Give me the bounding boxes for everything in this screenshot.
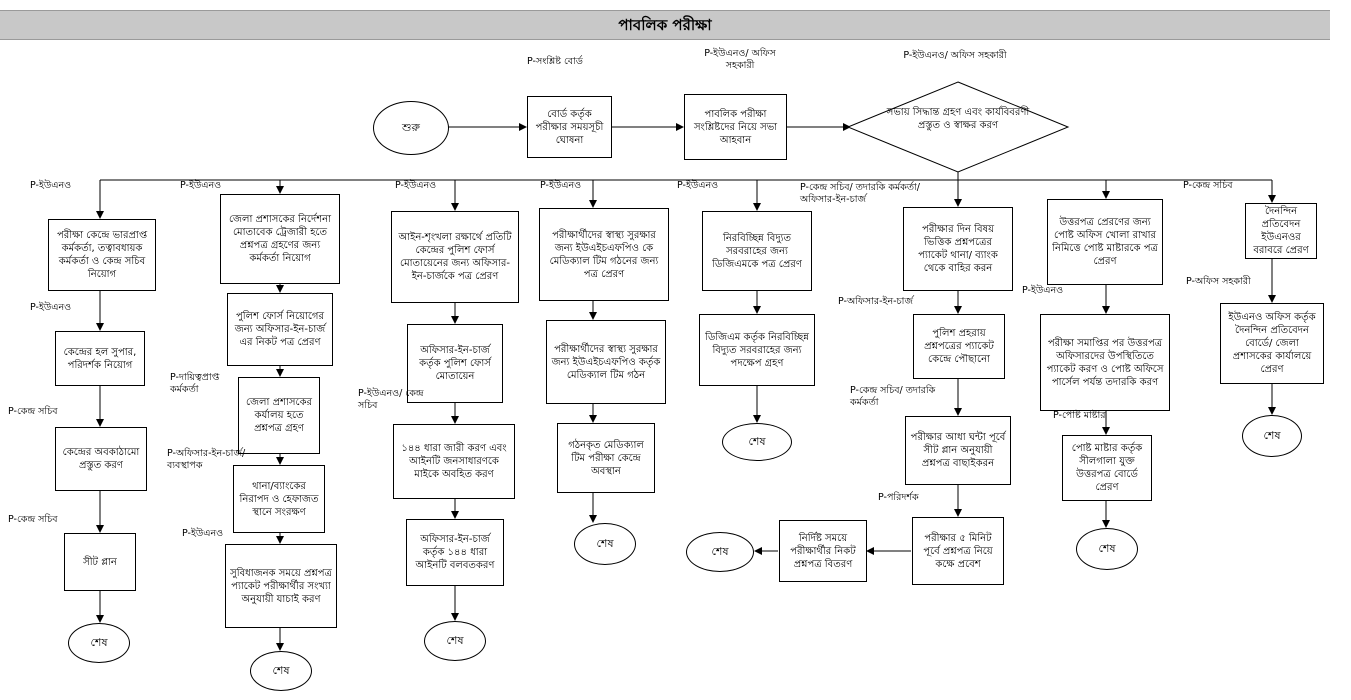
decision-text: সভায় সিদ্ধান্ত গ্রহণ এবং কার্যবিবরণী প্… (886, 107, 1030, 131)
page-title: পাবলিক পরীক্ষা (618, 16, 712, 34)
step-box: পরীক্ষার আধা ঘন্টা পূর্বে সীট প্লান অনুয… (905, 416, 1011, 485)
step-box: থানা/ব্যাংকের নিরাপদ ও হেফাজত স্থানে সংর… (233, 465, 325, 533)
step-box: নিরবিচ্ছিন্ন বিদ্যুত সরবরাহের জন্য ডিজিএ… (702, 211, 812, 291)
step-box: নির্দিষ্ট সময়ে পরীক্ষার্থীর নিকট প্রশ্ন… (779, 520, 867, 582)
role-label: P-দায়িত্বপ্রাপ্ত কর্মকর্তা (170, 372, 220, 395)
step-box: ১৪৪ ধারা জারী করণ এবং আইনটি জনসাধারণকে ম… (393, 424, 515, 499)
role-label: P-ইউএনও (30, 180, 72, 191)
step-box: গঠনকৃত মেডিক্যাল টিম পরীক্ষা কেন্দ্রে অব… (557, 423, 655, 493)
step-box: পাবলিক পরীক্ষা সংশ্লিষ্টদের নিয়ে সভা আহ… (684, 94, 787, 160)
step-box: জেলা প্রশাসকের নির্দেশনা মোতাবেক ট্রেজার… (220, 194, 340, 284)
role-label: P-ইউএনও (30, 302, 72, 313)
step-box: পুলিশ প্রহরায় প্রশ্নপত্রের প্যাকেট কেন্… (913, 314, 1005, 379)
step-box: পরীক্ষার্থীদের স্বাস্থ্য সুরক্ষার জন্য ই… (546, 320, 666, 404)
step-box: আইন-শৃংখলা রক্ষার্থে প্রতিটি কেন্দ্রের প… (391, 211, 519, 303)
role-label: P-অফিসার-ইন-চার্জ/ ব্যবস্থাপক (167, 448, 246, 471)
role-label: P-ইউএনও (182, 528, 224, 539)
step-box: পরীক্ষা কেন্দ্রে ভারপ্রাপ্ত কর্মকর্তা, ত… (48, 219, 156, 291)
step-box: উত্তরপত্র প্রেরণের জন্য পোষ্ট অফিস খোলা … (1047, 199, 1163, 285)
role-label: P-অফিসার-ইন-চার্জ (838, 296, 913, 307)
end-oval: শেষ (1242, 415, 1302, 457)
end-oval: শেষ (250, 651, 312, 691)
title-bar: পাবলিক পরীক্ষা (0, 10, 1330, 40)
step-box: অফিসার-ইন-চার্জ কর্তৃক ১৪৪ ধারা আইনটি বল… (406, 519, 504, 586)
end-oval: শেষ (574, 523, 636, 565)
end-oval: শেষ (68, 623, 130, 663)
role-label: P-ইউএনও/ অফিস সহকারী (903, 50, 1007, 61)
step-box: কেন্দ্রের অবকাঠামো প্রস্তুত করণ (55, 427, 147, 491)
role-label: P-অফিস সহকারী (1186, 276, 1251, 287)
step-box: দৈনন্দিন প্রতিবেদন ইউএনওর বরাবরে প্রেরণ (1245, 203, 1317, 259)
step-box: বোর্ড কর্তৃক পরীক্ষার সময়সূচী ঘোষনা (527, 96, 612, 158)
step-box: পরীক্ষার ৫ মিনিট পূর্বে প্রশ্নপত্র নিয়ে… (912, 517, 1004, 585)
step-box: ইউএনও অফিস কর্তৃক দৈনন্দিন প্রতিবেদন বোর… (1220, 303, 1324, 384)
role-label: P-পোষ্ট মাষ্টার (1053, 410, 1106, 421)
role-label: P-পরিদর্শক (878, 492, 919, 503)
role-label: P-কেন্দ্র সচিব (1183, 180, 1233, 191)
step-box: সীট প্লান (64, 533, 136, 591)
start-oval: শুরু (373, 101, 449, 155)
end-oval: শেষ (424, 621, 486, 661)
step-box: পরীক্ষা সমাপ্তির পর উত্তরপত্র অফিসারদের … (1040, 314, 1170, 411)
role-label: P-ইউএনও (1022, 285, 1064, 296)
step-box: পুলিশ ফোর্স নিয়োগের জন্য অফিসার-ইন-চার্… (227, 293, 333, 366)
role-label: P-কেন্দ্র সচিব/ তদারকি কর্মকর্তা/ অফিসার… (800, 182, 920, 205)
step-box: ডিজিএম কর্তৃক নিরবিচ্ছিন্ন বিদ্যুত সরবরা… (699, 314, 815, 386)
end-oval: শেষ (1076, 528, 1138, 570)
role-label: P-ইউএনও (540, 180, 582, 191)
role-label: P-কেন্দ্র সচিব/ তদারকি কর্মকর্তা (850, 385, 936, 408)
role-label: P-কেন্দ্র সচিব (8, 406, 58, 417)
role-label: P-ইউএনও (395, 180, 437, 191)
role-label: P-সংশ্লিষ্ট বোর্ড (527, 56, 583, 67)
step-box: পোষ্ট মাষ্টার কর্তৃক সীলগালা যুক্ত উত্তর… (1062, 435, 1152, 501)
role-label: P-ইউএনও/ অফিস সহকারী (704, 48, 776, 71)
step-box: কেন্দ্রের হল সুপার, পরিদর্শক নিয়োগ (55, 331, 145, 386)
end-oval: শেষ (686, 532, 754, 572)
role-label: P-ইউএনও/ কেন্দ্র সচিব (358, 388, 424, 411)
role-label: P-কেন্দ্র সচিব (8, 514, 58, 525)
step-box: পরীক্ষার্থীদের স্বাস্থ্য সুরক্ষার জন্য ই… (539, 208, 669, 301)
step-box: পরীক্ষার দিন বিষয় ভিত্তিক প্রশ্নপত্রের … (903, 207, 1013, 291)
step-box: অফিসার-ইন-চার্জ কর্তৃক পুলিশ ফোর্স মোতায… (407, 324, 503, 403)
step-box: সুবিধাজনক সময়ে প্রশ্নপত্র প্যাকেট পরীক্… (225, 544, 337, 628)
role-label: P-ইউএনও (677, 180, 719, 191)
end-oval: শেষ (722, 423, 792, 461)
role-label: P-ইউএনও (180, 180, 222, 191)
step-box: জেলা প্রশাসকের কর্যালয় হতে প্রশ্নপত্র গ… (238, 377, 320, 454)
